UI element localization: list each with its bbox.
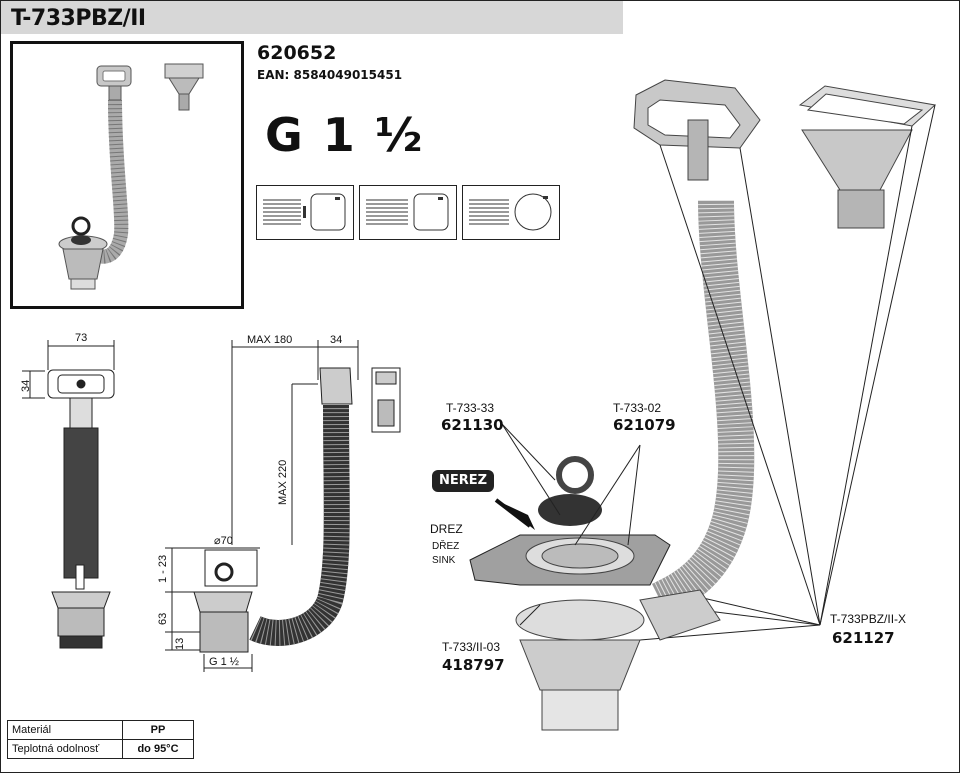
- plug-ring: [556, 456, 594, 494]
- plug: [538, 494, 602, 526]
- thread-size: G 1 ½: [265, 108, 425, 162]
- part-t733-02-code: T-733-02: [613, 401, 662, 415]
- overflow-head-assembly: [633, 79, 761, 181]
- dim-13: 13: [174, 637, 186, 650]
- sink-type-round-icon: [462, 185, 560, 240]
- label-sink: SINK: [432, 555, 456, 566]
- dim-max-220: MAX 220: [277, 459, 289, 505]
- product-title: T-733PBZ/II: [11, 6, 146, 31]
- front-view-drawing: [22, 340, 115, 649]
- spec-row: Materiál PP: [7, 720, 194, 740]
- spec-label: Materiál: [7, 720, 123, 740]
- spec-row: Teplotná odolnosť do 95°C: [7, 739, 194, 759]
- label-drez: DREZ: [430, 522, 463, 536]
- label-drez-cz: DŘEZ: [432, 541, 460, 552]
- nerez-badge: NEREZ: [432, 470, 494, 492]
- dim-depth-34: 34: [330, 334, 343, 346]
- part-t733pbz-code: T-733PBZ/II-X: [830, 612, 907, 626]
- spec-value: do 95°C: [122, 739, 194, 759]
- product-photo: [10, 41, 244, 309]
- dim-63: 63: [157, 612, 169, 625]
- side-view-drawing: [165, 340, 359, 672]
- spec-table: Materiál PP Teplotná odolnosť do 95°C: [7, 720, 194, 759]
- part-t733-ii-03-code: T-733/II-03: [442, 640, 501, 654]
- product-photo-illustration: [58, 63, 204, 290]
- hose: [651, 199, 755, 617]
- dim-max-180: MAX 180: [247, 334, 293, 346]
- part-t733pbz-number: 621127: [832, 629, 895, 647]
- part-t733-ii-03-number: 418797: [442, 656, 505, 674]
- part-t733-33-code: T-733-33: [446, 401, 495, 415]
- product-code: 620652: [257, 42, 337, 64]
- dim-range-1-23: 1 - 23: [157, 554, 169, 583]
- part-t733-33-number: 621130: [441, 416, 504, 434]
- dim-thread-bottom: G 1 ½: [209, 656, 239, 668]
- spec-value: PP: [122, 720, 194, 740]
- sink-type-square-left-icon: [359, 185, 457, 240]
- header-bar: T-733PBZ/II: [1, 1, 623, 34]
- dim-diameter-70: ⌀70: [214, 535, 233, 547]
- dim-width-73: 73: [75, 332, 88, 344]
- drain-body: [541, 689, 619, 731]
- spec-label: Teplotná odolnosť: [7, 739, 123, 759]
- dim-height-34: 34: [20, 379, 32, 392]
- ean-code: EAN: 8584049015451: [257, 68, 403, 82]
- overflow-funnel: [798, 85, 937, 229]
- part-t733-02-number: 621079: [613, 416, 676, 434]
- sink-type-square-right-icon: [256, 185, 354, 240]
- overflow-cover-drawing: [371, 367, 401, 433]
